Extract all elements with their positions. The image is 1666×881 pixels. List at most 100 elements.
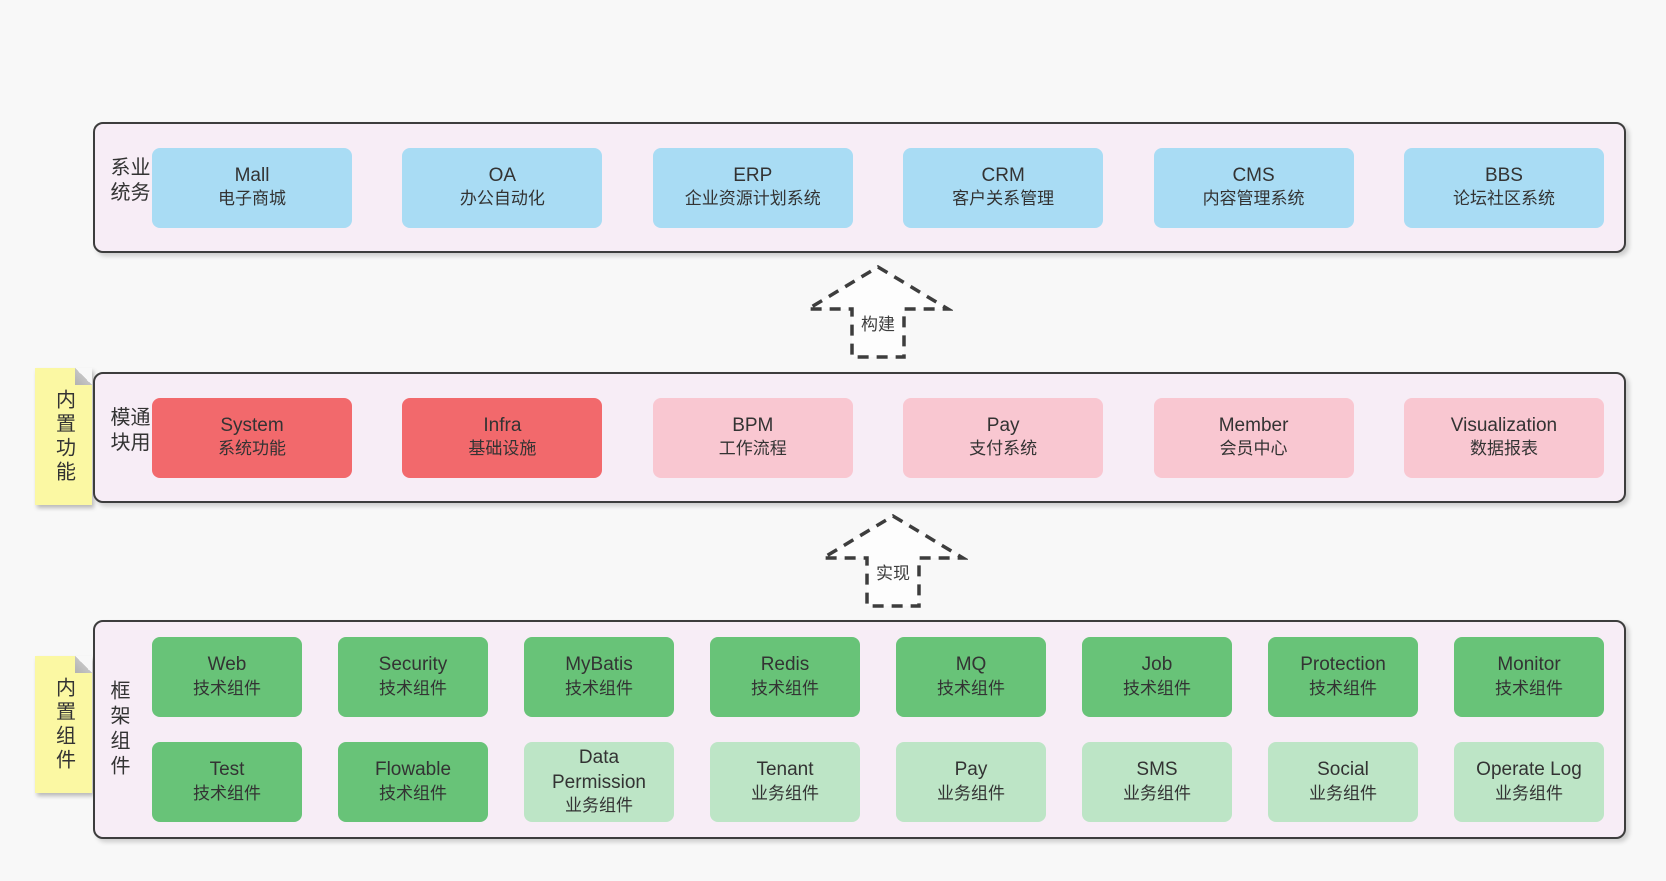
box-subtitle: 业务组件 (565, 796, 633, 816)
box-bpm: BPM 工作流程 (652, 397, 853, 478)
box-pay-module: Pay 支付系统 (903, 397, 1104, 478)
band-business-systems-content: Mall 电子商城 OA 办公自动化 ERP 企业资源计划系统 CRM 客户关系… (152, 124, 1604, 251)
box-subtitle: 技术组件 (565, 678, 633, 698)
box-subtitle: 基础设施 (468, 439, 537, 459)
band-framework-components-label: 框架组件 (107, 679, 129, 780)
band-framework-components-content: Web 技术组件 Security 技术组件 MyBatis 技术组件 Redi… (152, 622, 1604, 837)
built-in-features-note: 内置功能 (35, 368, 92, 505)
band-common-modules: 通用模块 System 系统功能 Infra 基础设施 BPM 工作流程 Pay… (93, 372, 1626, 503)
box-title: Pay (986, 414, 1020, 436)
box-title: CRM (981, 164, 1025, 186)
box-title: Flowable (374, 759, 452, 781)
box-monitor: Monitor 技术组件 (1454, 637, 1604, 717)
box-title: Job (1141, 654, 1173, 676)
box-title: Pay (954, 759, 988, 781)
box-subtitle: 技术组件 (193, 678, 261, 698)
box-subtitle: 会员中心 (1219, 439, 1288, 459)
band-common-modules-content: System 系统功能 Infra 基础设施 BPM 工作流程 Pay 支付系统… (152, 374, 1604, 501)
box-subtitle: 电子商城 (218, 189, 286, 209)
band-business-systems-label: 业务系统 (107, 155, 149, 206)
box-title: MQ (955, 654, 987, 676)
band-framework-components: 框架组件 Web 技术组件 Security 技术组件 MyBatis 技术组件… (93, 620, 1626, 839)
box-subtitle: 企业资源计划系统 (684, 189, 821, 209)
implement-arrow-label: 实现 (876, 564, 910, 583)
box-subtitle: 技术组件 (1309, 678, 1377, 698)
box-oa: OA 办公自动化 (402, 147, 603, 228)
framework-components-row-2: Test 技术组件 Flowable 技术组件 Data Permission … (152, 742, 1604, 822)
box-visualization: Visualization 数据报表 (1403, 397, 1604, 478)
box-title: Infra (483, 414, 522, 436)
box-subtitle: 业务组件 (751, 783, 819, 803)
box-subtitle: 办公自动化 (459, 189, 545, 209)
box-subtitle: 系统功能 (218, 439, 286, 459)
box-cms: CMS 内容管理系统 (1153, 147, 1354, 228)
box-web: Web 技术组件 (152, 637, 302, 717)
box-subtitle: 内容管理系统 (1202, 189, 1305, 209)
box-subtitle: 业务组件 (1495, 783, 1563, 803)
box-subtitle: 客户关系管理 (952, 189, 1055, 209)
box-subtitle: 数据报表 (1469, 439, 1538, 459)
box-social: Social 业务组件 (1268, 742, 1418, 822)
box-test: Test 技术组件 (152, 742, 302, 822)
box-subtitle: 支付系统 (969, 439, 1038, 459)
box-flowable: Flowable 技术组件 (338, 742, 488, 822)
box-title: Security (378, 654, 448, 676)
box-security: Security 技术组件 (338, 637, 488, 717)
note-text: 内置功能 (52, 388, 75, 485)
box-subtitle: 论坛社区系统 (1452, 189, 1555, 209)
box-title: Social (1317, 759, 1369, 781)
box-subtitle: 技术组件 (379, 678, 447, 698)
box-title: Web (207, 654, 247, 676)
box-title: ERP (733, 164, 773, 186)
box-protection: Protection 技术组件 (1268, 637, 1418, 717)
box-title: OA (488, 164, 517, 186)
box-operate-log: Operate Log 业务组件 (1454, 742, 1604, 822)
box-mq: MQ 技术组件 (896, 637, 1046, 717)
box-bbs: BBS 论坛社区系统 (1403, 147, 1604, 228)
box-job: Job 技术组件 (1082, 637, 1232, 717)
box-pay-component: Pay 业务组件 (896, 742, 1046, 822)
box-title: BPM (732, 414, 774, 436)
built-in-components-note: 内置组件 (35, 656, 92, 793)
box-subtitle: 技术组件 (1495, 678, 1563, 698)
box-title: System (220, 414, 284, 436)
box-mall: Mall 电子商城 (152, 147, 352, 228)
box-tenant: Tenant 业务组件 (710, 742, 860, 822)
box-redis: Redis 技术组件 (710, 637, 860, 717)
box-subtitle: 技术组件 (937, 678, 1005, 698)
box-infra: Infra 基础设施 (402, 397, 603, 478)
box-subtitle: 工作流程 (718, 439, 787, 459)
box-subtitle: 技术组件 (193, 783, 261, 803)
box-title: Operate Log (1476, 759, 1582, 781)
box-system: System 系统功能 (152, 397, 352, 478)
box-title: BBS (1484, 164, 1523, 186)
framework-components-row-1: Web 技术组件 Security 技术组件 MyBatis 技术组件 Redi… (152, 637, 1604, 717)
box-subtitle: 业务组件 (1123, 783, 1191, 803)
box-title: Test (209, 759, 245, 781)
box-erp: ERP 企业资源计划系统 (652, 147, 853, 228)
box-title: Protection (1300, 654, 1386, 676)
box-title: Mall (234, 164, 270, 186)
box-data-permission: Data Permission 业务组件 (524, 742, 674, 822)
box-crm: CRM 客户关系管理 (903, 147, 1104, 228)
band-common-modules-label: 通用模块 (107, 405, 149, 456)
box-mybatis: MyBatis 技术组件 (524, 637, 674, 717)
box-title: Member (1218, 414, 1289, 436)
build-arrow-label: 构建 (861, 315, 895, 334)
note-fold-corner-icon (75, 656, 92, 673)
box-title: MyBatis (565, 654, 633, 676)
note-text: 内置组件 (52, 676, 75, 773)
box-title: SMS (1136, 759, 1178, 781)
box-title: Monitor (1497, 654, 1561, 676)
box-sms: SMS 业务组件 (1082, 742, 1232, 822)
box-subtitle: 技术组件 (1123, 678, 1191, 698)
box-title: Redis (760, 654, 810, 676)
box-member: Member 会员中心 (1153, 397, 1354, 478)
box-subtitle: 技术组件 (379, 783, 447, 803)
box-title: Data Permission (552, 746, 646, 793)
implement-arrow-icon (818, 513, 968, 608)
box-title: Visualization (1450, 414, 1558, 436)
build-arrow-icon (803, 264, 953, 359)
box-subtitle: 技术组件 (751, 678, 819, 698)
